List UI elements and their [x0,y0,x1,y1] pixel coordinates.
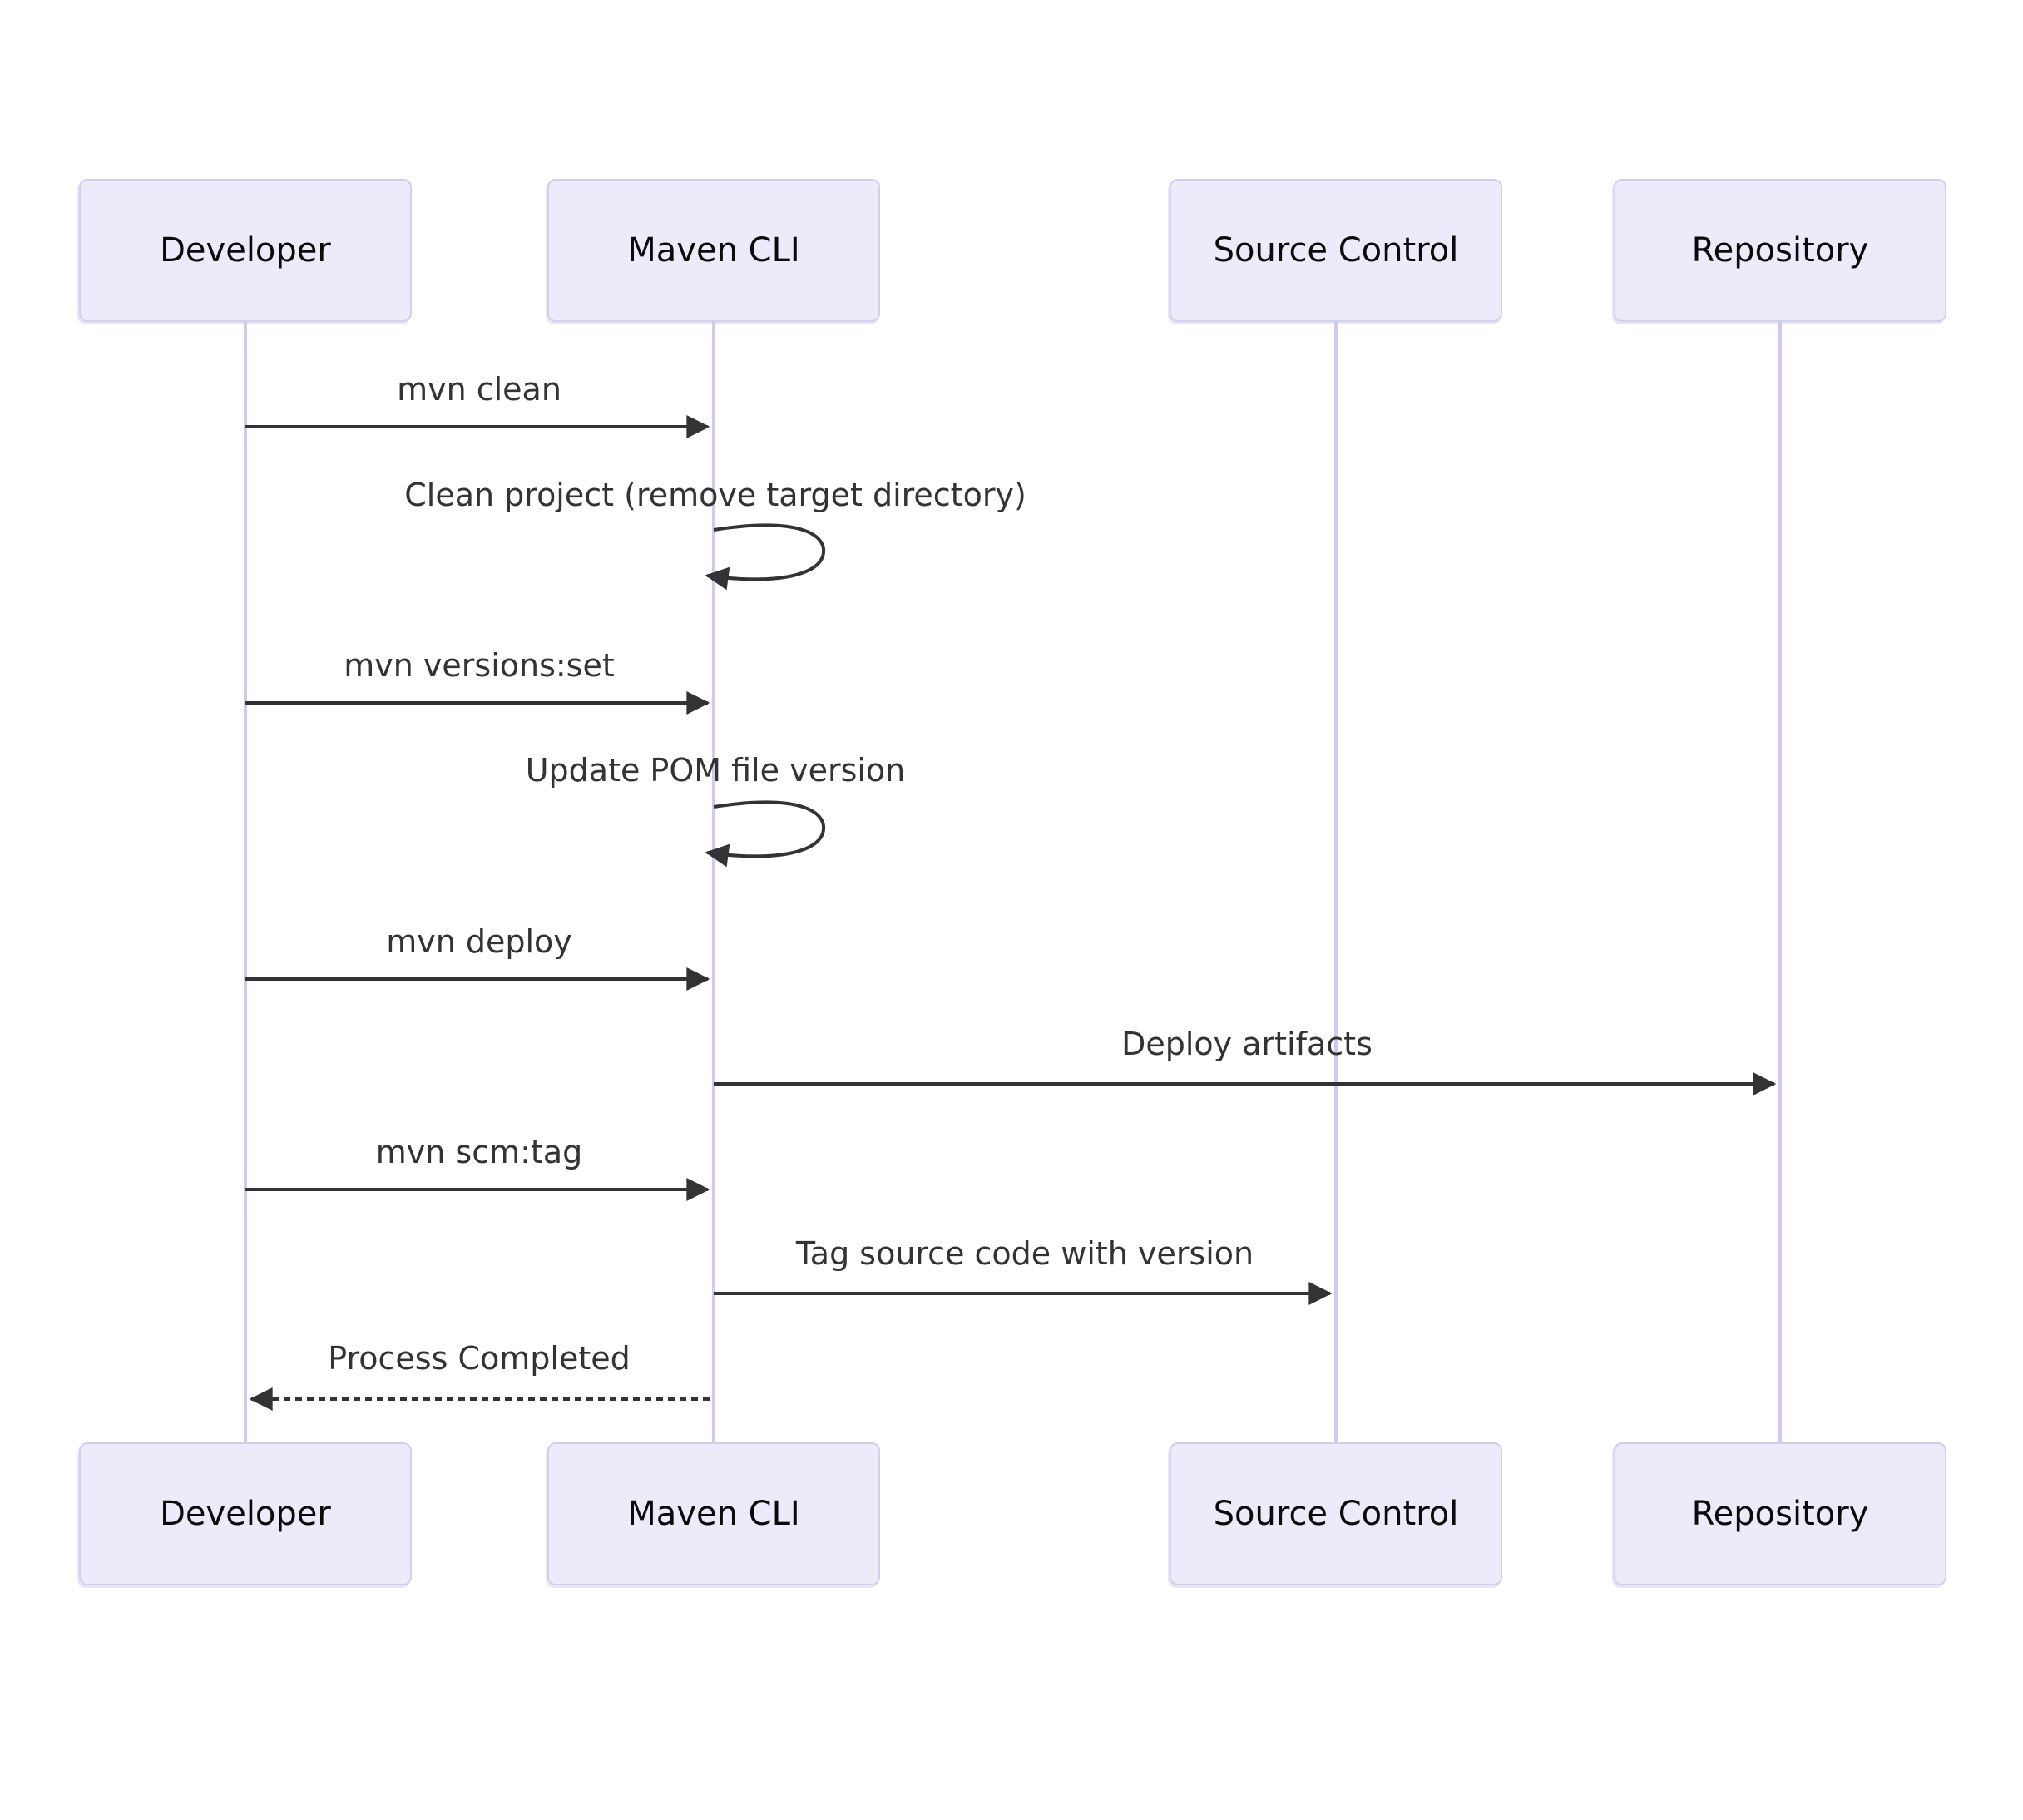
message-label-update-pom: Update POM file version [525,752,906,789]
actor-developer-top: Developer [79,179,412,322]
message-label-mvn-deploy: mvn deploy [386,923,572,960]
message-label-mvn-versions-set: mvn versions:set [344,647,615,684]
actor-developer-bottom: Developer [79,1442,412,1585]
self-loop-update-pom [705,800,826,868]
actor-source-control-bottom: Source Control [1170,1442,1502,1585]
actor-repository-label: Repository [1691,1495,1869,1533]
actor-repository-bottom: Repository [1614,1442,1946,1585]
actor-maven-cli-label: Maven CLI [627,231,800,270]
message-label-process-completed: Process Completed [328,1340,631,1377]
actor-developer-label: Developer [160,1495,331,1533]
actor-maven-cli-top: Maven CLI [547,179,880,322]
self-loop-clean-project [705,523,826,591]
message-label-clean-project: Clean project (remove target directory) [404,477,1026,513]
actor-repository-top: Repository [1614,179,1946,322]
message-label-mvn-scm-tag: mvn scm:tag [375,1134,583,1170]
actor-source-control-label: Source Control [1213,231,1459,270]
message-label-mvn-clean: mvn clean [397,371,561,408]
message-label-deploy-artifacts: Deploy artifacts [1121,1026,1373,1062]
actor-source-control-label: Source Control [1213,1495,1459,1533]
actor-maven-cli-bottom: Maven CLI [547,1442,880,1585]
actor-developer-label: Developer [160,231,331,270]
actor-repository-label: Repository [1691,231,1869,270]
actor-source-control-top: Source Control [1170,179,1502,322]
message-label-tag-source-code: Tag source code with version [795,1235,1254,1272]
actor-maven-cli-label: Maven CLI [627,1495,800,1533]
